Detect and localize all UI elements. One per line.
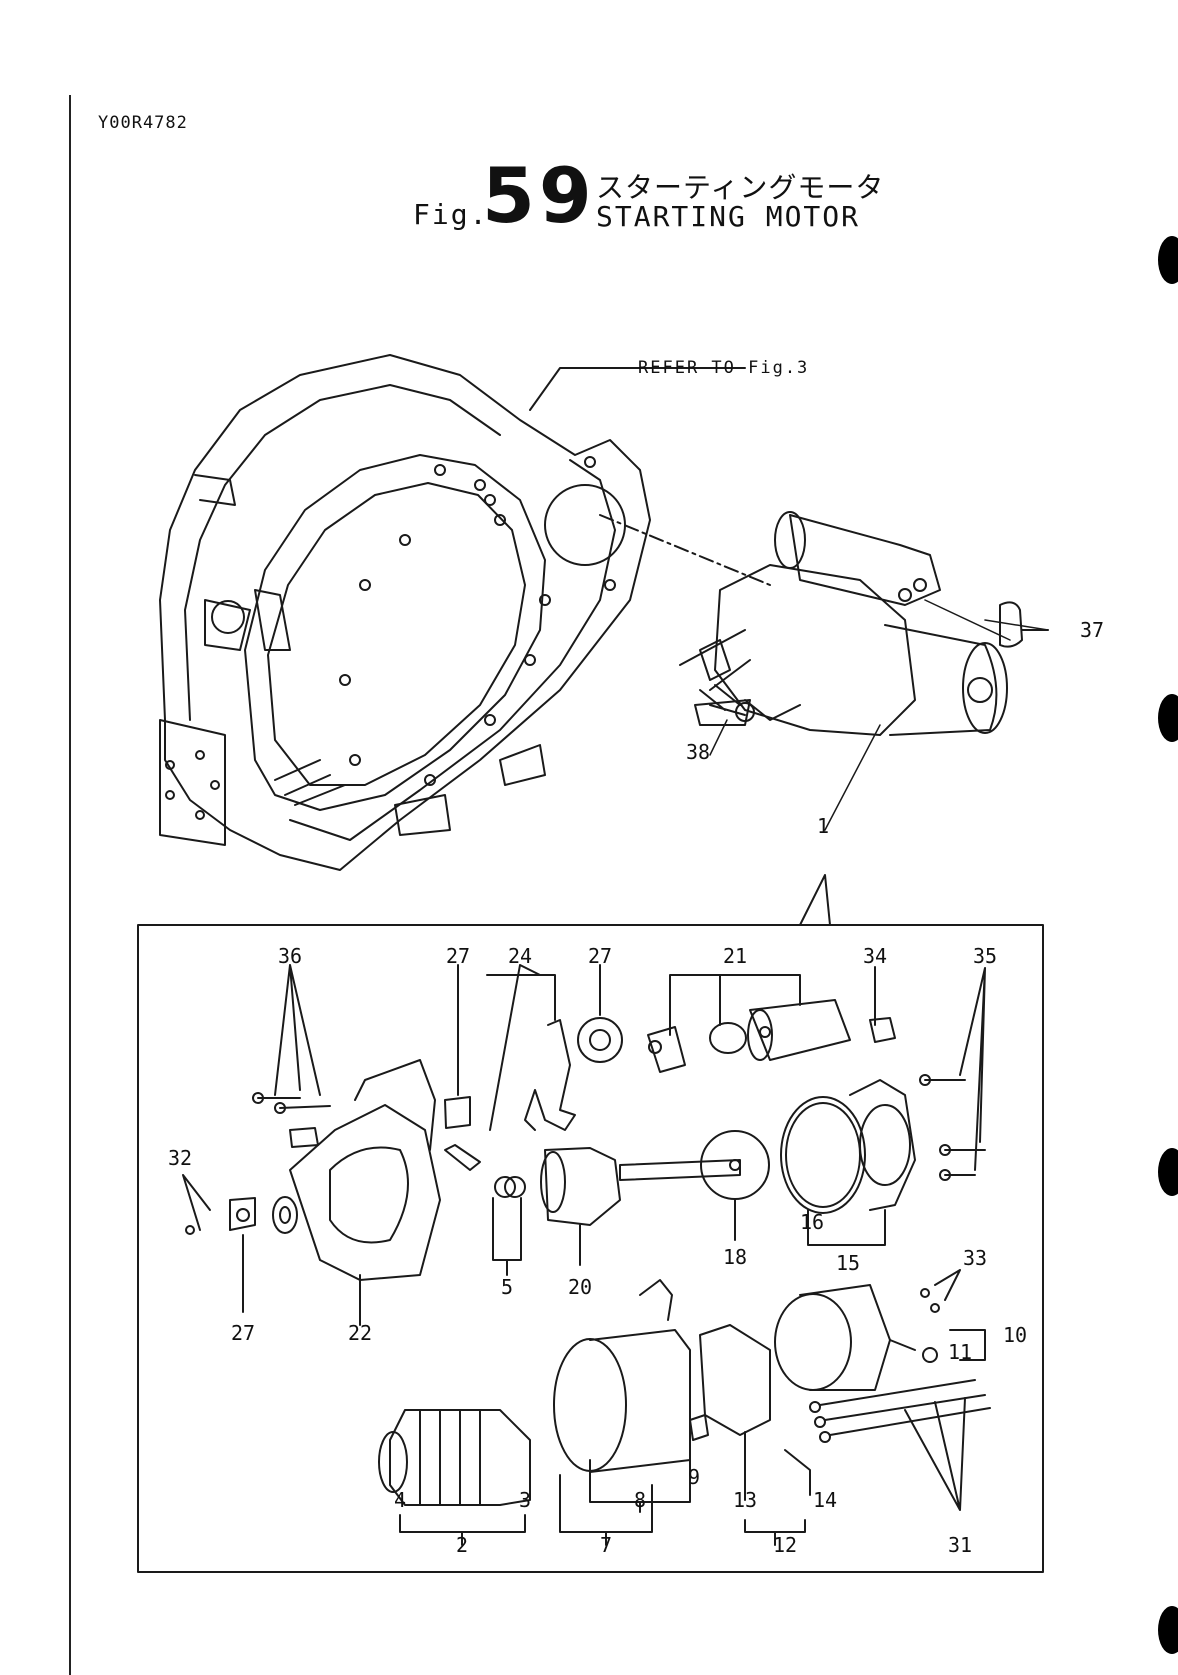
callout-31: 31 <box>948 1533 972 1557</box>
callout-8: 8 <box>634 1488 646 1512</box>
callout-3: 3 <box>519 1488 531 1512</box>
callout-37: 37 <box>1080 618 1104 642</box>
callout-14: 14 <box>813 1488 837 1512</box>
reference-note: REFER TO Fig.3 <box>638 358 809 378</box>
flywheel-housing <box>160 355 650 870</box>
callout-27-cap: 27 <box>231 1321 255 1345</box>
callout-32: 32 <box>168 1146 192 1170</box>
callout-5: 5 <box>501 1275 513 1299</box>
callout-9: 9 <box>688 1465 700 1489</box>
callout-7: 7 <box>600 1533 612 1557</box>
callout-16: 16 <box>800 1210 824 1234</box>
callout-18: 18 <box>723 1245 747 1269</box>
callout-36: 36 <box>278 944 302 968</box>
callout-34: 34 <box>863 944 887 968</box>
callout-22: 22 <box>348 1321 372 1345</box>
callout-10: 10 <box>1003 1323 1027 1347</box>
callout-1: 1 <box>817 814 829 838</box>
callout-12: 12 <box>773 1533 797 1557</box>
callout-27-bracket: 27 <box>446 944 470 968</box>
callout-13: 13 <box>733 1488 757 1512</box>
callout-27-washer: 27 <box>588 944 612 968</box>
starter-assembly <box>680 512 1048 735</box>
callout-35: 35 <box>973 944 997 968</box>
callout-33: 33 <box>963 1246 987 1270</box>
callout-15: 15 <box>836 1251 860 1275</box>
callout-38: 38 <box>686 740 710 764</box>
callout-4: 4 <box>394 1488 406 1512</box>
callout-21: 21 <box>723 944 747 968</box>
callout-20: 20 <box>568 1275 592 1299</box>
callout-24: 24 <box>508 944 532 968</box>
callout-11: 11 <box>948 1340 972 1364</box>
callout-2: 2 <box>456 1533 468 1557</box>
